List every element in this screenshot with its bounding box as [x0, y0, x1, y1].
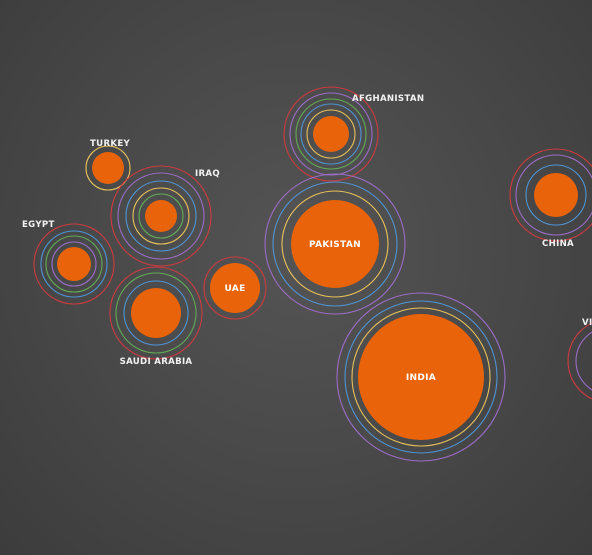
egypt-ring-red — [33, 223, 115, 305]
china-ring-purple — [515, 154, 592, 236]
afghanistan-ring-yellow — [306, 109, 356, 159]
country-cluster-china[interactable]: CHINA — [509, 148, 592, 249]
iraq-ring-blue — [125, 180, 197, 252]
saudi-arabia-label: SAUDI ARABIA — [120, 357, 193, 367]
pakistan-label: PAKISTAN — [309, 240, 361, 250]
egypt-label: EGYPT — [22, 220, 55, 230]
saudi-arabia-core — [131, 288, 181, 338]
india-ring-blue — [344, 300, 498, 454]
country-cluster-egypt[interactable]: EGYPT — [22, 220, 115, 305]
afghanistan-label: AFGHANISTAN — [352, 94, 424, 104]
india-ring-yellow — [351, 307, 491, 447]
china-core — [534, 173, 578, 217]
vie-label: VIE — [582, 318, 592, 328]
uae-label: UAE — [224, 284, 245, 294]
iraq-core — [145, 200, 177, 232]
vie-ring-red — [567, 322, 592, 400]
iraq-label: IRAQ — [195, 169, 220, 179]
saudi-arabia-ring-blue — [123, 280, 189, 346]
iraq-ring-green — [138, 193, 184, 239]
country-cluster-turkey[interactable]: TURKEY — [85, 139, 131, 191]
egypt-ring-green — [45, 235, 103, 293]
afghanistan-ring-red — [283, 86, 379, 182]
vie-ring-purple — [575, 331, 592, 391]
egypt-ring-blue — [40, 230, 108, 298]
country-cluster-india[interactable]: INDIA — [336, 292, 506, 462]
saudi-arabia-ring-red — [109, 266, 203, 360]
iraq-ring-red — [110, 165, 212, 267]
country-cluster-pakistan[interactable]: PAKISTAN — [264, 173, 406, 315]
turkey-label: TURKEY — [90, 139, 130, 149]
uae-core — [210, 263, 260, 313]
india-ring-purple — [336, 292, 506, 462]
india-core — [358, 314, 484, 440]
iraq-ring-purple — [117, 172, 205, 260]
china-ring-red — [509, 148, 592, 242]
iraq-ring-yellow — [132, 187, 190, 245]
afghanistan-ring-purple — [289, 92, 373, 176]
turkey-ring-yellow — [85, 145, 131, 191]
country-cluster-uae[interactable]: UAE — [203, 256, 267, 320]
egypt-core — [57, 247, 91, 281]
india-label: INDIA — [406, 373, 436, 383]
china-ring-blue — [525, 164, 587, 226]
pakistan-core — [291, 200, 379, 288]
pakistan-ring-purple — [264, 173, 406, 315]
uae-ring-red — [203, 256, 267, 320]
egypt-ring-purple — [51, 241, 97, 287]
afghanistan-ring-blue — [300, 103, 362, 165]
afghanistan-ring-green — [295, 98, 367, 170]
country-cluster-iraq[interactable]: IRAQ — [110, 165, 220, 267]
pakistan-ring-blue — [272, 181, 398, 307]
pakistan-ring-yellow — [281, 190, 389, 298]
country-cluster-saudi-arabia[interactable]: SAUDI ARABIA — [109, 266, 203, 367]
china-label: CHINA — [542, 239, 574, 249]
saudi-arabia-ring-green — [115, 272, 197, 354]
afghanistan-core — [313, 116, 349, 152]
country-cluster-vie[interactable]: VIE — [567, 318, 592, 403]
country-cluster-afghanistan[interactable]: AFGHANISTAN — [283, 86, 424, 182]
turkey-core — [92, 152, 124, 184]
